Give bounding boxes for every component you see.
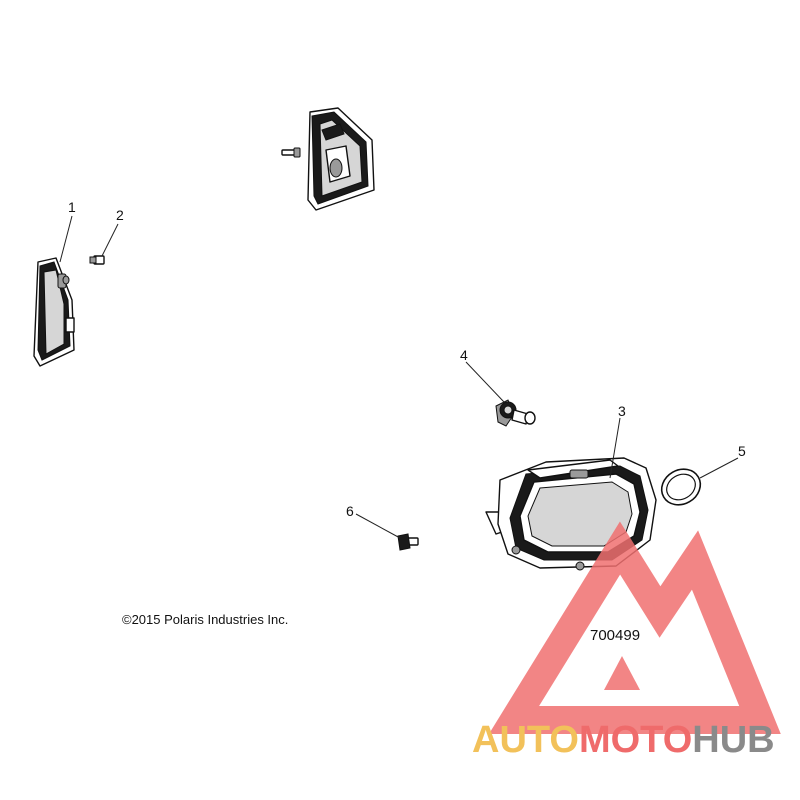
copyright-text: ©2015 Polaris Industries Inc. xyxy=(122,612,288,627)
callout-4: 4 xyxy=(460,347,468,363)
callout-3: 3 xyxy=(618,403,626,419)
watermark-text: AUTOMOTOHUB xyxy=(472,719,775,761)
light-housing-part-1 xyxy=(33,257,75,367)
callout-6: 6 xyxy=(346,503,354,519)
leader-lines xyxy=(59,215,739,539)
screw-part-2 xyxy=(89,255,105,265)
callout-2: 2 xyxy=(116,207,124,223)
tail-light-housing-upper xyxy=(307,107,375,211)
bulb-part-4 xyxy=(495,399,536,427)
watermark-moto: MOTO xyxy=(579,719,692,761)
callout-5: 5 xyxy=(738,443,746,459)
screw-upper xyxy=(281,147,301,158)
gasket-part-5 xyxy=(660,468,702,506)
watermark-hub: HUB xyxy=(692,719,774,761)
watermark-auto: AUTO xyxy=(472,719,579,761)
automotohub-logo-icon xyxy=(488,521,781,734)
part-number: 700499 xyxy=(590,627,640,644)
bolt-part-6 xyxy=(397,533,419,551)
callout-1: 1 xyxy=(68,199,76,215)
